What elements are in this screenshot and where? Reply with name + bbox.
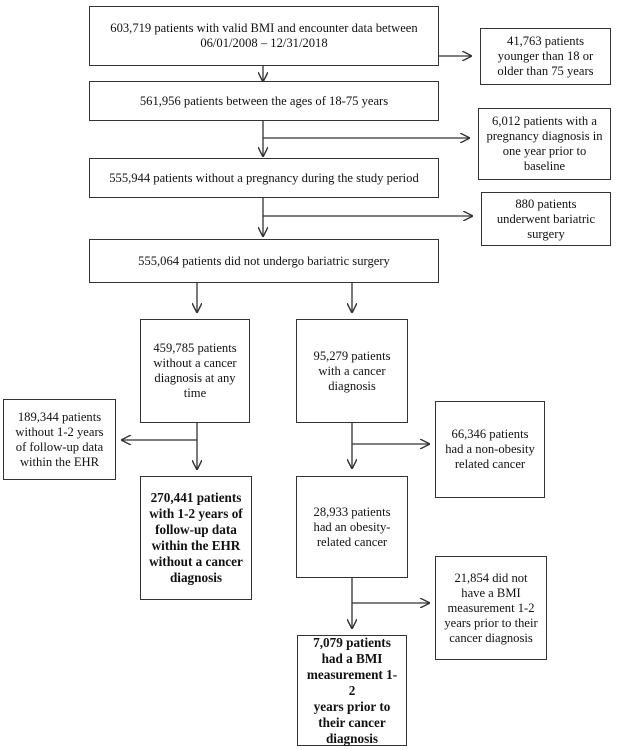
no-bariatric-box: 555,064 patients did not undergo bariatr… <box>89 239 439 283</box>
exclusion-age-text: 41,763 patients younger than 18 or older… <box>497 34 594 78</box>
exclusion-bariatric-text: 880 patients underwent bariatric surgery <box>496 196 596 241</box>
no-cancer-box: 459,785 patients without a cancer diagno… <box>140 319 250 423</box>
final-no-cancer-cohort-text: 270,441 patients with 1-2 years of follo… <box>149 490 243 585</box>
exclusion-pregnancy-box: 6,012 patients with a pregnancy diagnosi… <box>478 108 611 180</box>
initial-cohort-box: 603,719 patients with valid BMI and enco… <box>89 6 439 66</box>
age-eligible-box: 561,956 patients between the ages of 18-… <box>89 81 439 121</box>
exclusion-age-box: 41,763 patients younger than 18 or older… <box>480 28 611 85</box>
age-eligible-text: 561,956 patients between the ages of 18-… <box>139 93 389 108</box>
no-pregnancy-box: 555,944 patients without a pregnancy dur… <box>89 158 439 198</box>
obesity-cancer-text: 28,933 patients had an obesity- related … <box>313 504 391 549</box>
final-no-cancer-cohort-box: 270,441 patients with 1-2 years of follo… <box>140 476 252 600</box>
exclusion-non-obesity-cancer-box: 66,346 patients had a non-obesity relate… <box>435 401 545 498</box>
exclusion-pregnancy-text: 6,012 patients with a pregnancy diagnosi… <box>486 114 603 173</box>
final-cancer-cohort-text: 7,079 patients had a BMI measurement 1-2… <box>306 634 398 746</box>
exclusion-followup-box: 189,344 patients without 1-2 years of fo… <box>3 399 116 480</box>
exclusion-non-obesity-cancer-text: 66,346 patients had a non-obesity relate… <box>445 427 535 471</box>
exclusion-bmi-box: 21,854 did not have a BMI measurement 1-… <box>435 556 547 660</box>
exclusion-bariatric-box: 880 patients underwent bariatric surgery <box>481 192 611 246</box>
no-cancer-text: 459,785 patients without a cancer diagno… <box>153 341 237 400</box>
exclusion-followup-text: 189,344 patients without 1-2 years of fo… <box>15 409 104 469</box>
no-pregnancy-text: 555,944 patients without a pregnancy dur… <box>109 170 419 185</box>
cancer-text: 95,279 patients with a cancer diagnosis <box>313 348 391 393</box>
no-bariatric-text: 555,064 patients did not undergo bariatr… <box>138 253 390 268</box>
obesity-cancer-box: 28,933 patients had an obesity- related … <box>296 476 408 578</box>
exclusion-bmi-text: 21,854 did not have a BMI measurement 1-… <box>444 570 538 645</box>
initial-cohort-text: 603,719 patients with valid BMI and enco… <box>110 21 418 50</box>
cancer-box: 95,279 patients with a cancer diagnosis <box>296 319 408 423</box>
final-cancer-cohort-box: 7,079 patients had a BMI measurement 1-2… <box>297 635 407 746</box>
